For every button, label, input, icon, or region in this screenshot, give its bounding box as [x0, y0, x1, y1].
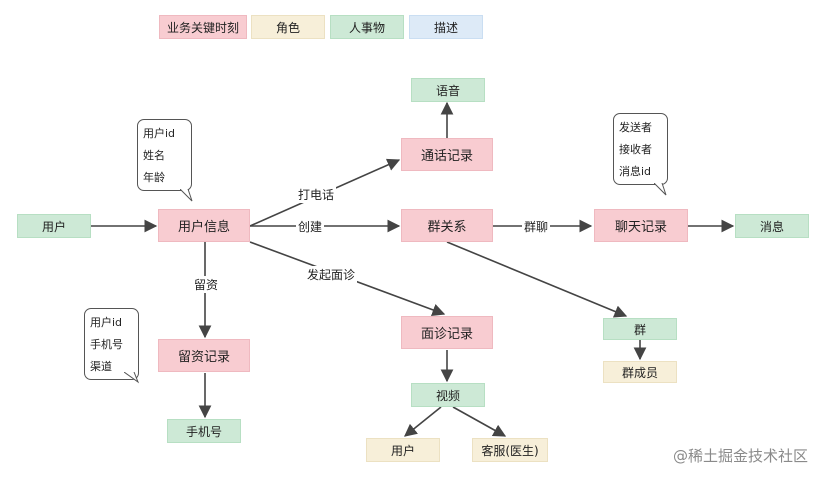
legend-key-moment: 业务关键时刻	[159, 15, 247, 39]
node-group-relation-label: 群关系	[427, 220, 467, 235]
node-video: 视频	[411, 383, 485, 407]
callout-line: 用户id	[90, 316, 123, 329]
node-consult-record: 面诊记录	[401, 316, 493, 349]
node-call-record: 通话记录	[401, 138, 493, 171]
callout-leave-attributes: 用户id 手机号 渠道	[84, 308, 139, 380]
node-consult-record-label: 面诊记录	[420, 327, 473, 342]
watermark: @稀土掘金技术社区	[672, 447, 808, 465]
node-video-label: 视频	[435, 388, 460, 403]
edge-video-to-user	[404, 406, 442, 437]
node-user-info-label: 用户信息	[177, 220, 230, 235]
node-message-label: 消息	[759, 219, 784, 234]
callout-line: 年龄	[143, 171, 165, 184]
node-phone-number: 手机号	[167, 419, 241, 443]
edge-label-leave-info: 留资	[192, 276, 221, 293]
edge-grouprel-to-group	[446, 241, 628, 318]
node-video-user-label: 用户	[390, 443, 415, 458]
edge-video-to-service	[452, 406, 507, 437]
edge-label-create: 创建	[296, 218, 325, 235]
callout-tail	[654, 183, 667, 196]
legend-role: 角色	[251, 15, 325, 39]
node-group-relation: 群关系	[401, 209, 493, 242]
callout-line: 发送者	[619, 121, 652, 134]
legend-entity-label: 人事物	[348, 20, 385, 35]
edge-label-group-chat: 群聊	[522, 218, 551, 235]
legend-description: 描述	[409, 15, 483, 39]
node-voice-label: 语音	[435, 83, 460, 98]
node-chat-record: 聊天记录	[594, 209, 688, 242]
callout-line: 渠道	[90, 360, 112, 373]
node-user: 用户	[17, 214, 91, 238]
node-video-service: 客服(医生)	[472, 438, 548, 462]
node-leave-record-label: 留资记录	[177, 350, 230, 365]
legend-description-label: 描述	[433, 20, 458, 35]
callout-user-info-attributes: 用户id 姓名 年龄	[137, 119, 192, 191]
node-chat-record-label: 聊天记录	[614, 220, 667, 235]
edge-label-call: 打电话	[296, 186, 337, 203]
node-group: 群	[603, 318, 677, 340]
legend-entity: 人事物	[330, 15, 404, 39]
node-phone-number-label: 手机号	[185, 424, 222, 439]
node-voice: 语音	[411, 78, 485, 102]
node-message: 消息	[735, 214, 809, 238]
node-video-service-label: 客服(医生)	[481, 443, 539, 458]
node-video-user: 用户	[366, 438, 440, 462]
node-group-member: 群成员	[603, 361, 677, 383]
node-leave-record: 留资记录	[158, 339, 250, 372]
callout-tail	[180, 189, 193, 202]
callout-line: 手机号	[90, 338, 123, 351]
node-user-info: 用户信息	[158, 209, 250, 242]
node-call-record-label: 通话记录	[420, 149, 473, 164]
callout-tail	[124, 372, 140, 384]
node-group-member-label: 群成员	[621, 365, 658, 380]
legend-key-moment-label: 业务关键时刻	[166, 20, 239, 35]
callout-line: 消息id	[619, 165, 652, 178]
legend-role-label: 角色	[275, 20, 300, 35]
edge-label-start-consult: 发起面诊	[305, 266, 358, 283]
callout-chat-attributes: 发送者 接收者 消息id	[613, 113, 668, 185]
callout-line: 姓名	[143, 149, 165, 162]
callout-line: 接收者	[619, 143, 652, 156]
callout-line: 用户id	[143, 127, 176, 140]
node-group-label: 群	[633, 322, 646, 337]
node-user-label: 用户	[41, 219, 66, 234]
